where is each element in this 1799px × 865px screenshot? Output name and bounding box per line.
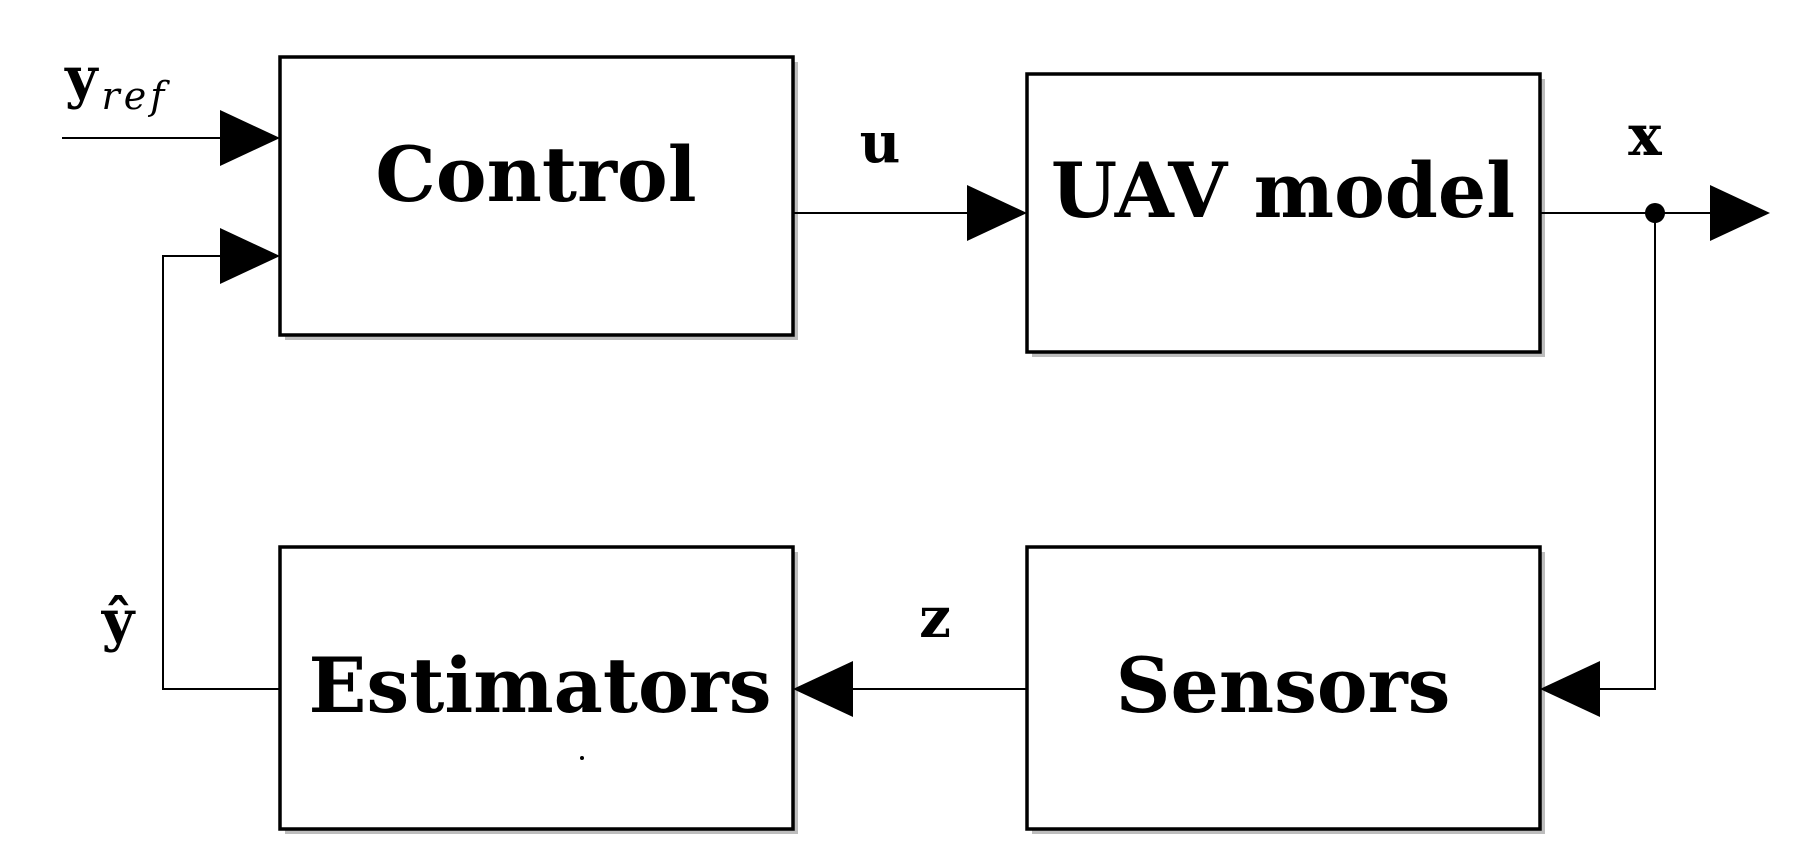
estimators-block-label: Estimators [309, 641, 772, 730]
x-to-sensors-connector [1540, 213, 1656, 717]
control-block: Control [278, 55, 798, 340]
x-output-arrowhead [1710, 185, 1770, 241]
y-hat-feedback-connector [162, 228, 280, 690]
sensors-input-arrowhead [1540, 661, 1600, 717]
y-ref-arrowhead [220, 110, 280, 166]
y-hat-arrowhead [220, 228, 280, 284]
estimators-block: Estimators [278, 545, 798, 834]
z-connector [793, 661, 1027, 717]
y-hat-label: ŷ [101, 588, 136, 654]
u-connector [793, 185, 1027, 241]
u-arrowhead [967, 185, 1027, 241]
y-ref-input-connector [62, 110, 280, 166]
sensors-block: Sensors [1025, 545, 1545, 834]
u-label: u [860, 110, 901, 176]
x-label: x [1628, 103, 1662, 169]
z-arrowhead [793, 661, 853, 717]
uav-model-block-label: UAV model [1051, 146, 1515, 235]
sensors-block-label: Sensors [1116, 641, 1451, 730]
z-label: z [919, 585, 951, 651]
control-block-label: Control [375, 130, 696, 219]
stray-dot-mark [580, 756, 584, 760]
uav-model-block: UAV model [1025, 72, 1545, 357]
